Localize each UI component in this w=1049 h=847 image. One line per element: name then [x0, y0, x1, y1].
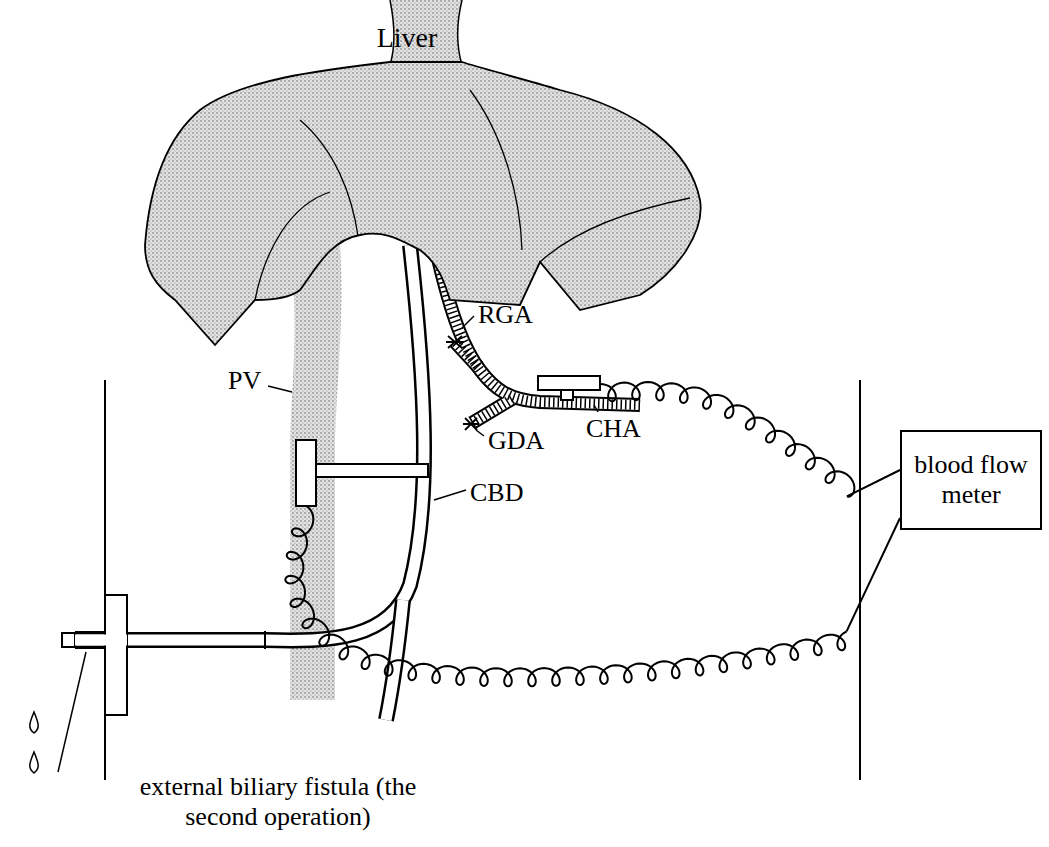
organ-name: Liver: [377, 22, 438, 54]
bile-duct: [75, 631, 105, 633]
tube-joint: [264, 631, 266, 649]
leader-line: [462, 316, 474, 328]
liver-organ: Liver: [130, 0, 720, 360]
leader-line: [434, 490, 466, 500]
tube-outlet: [62, 633, 75, 647]
drawing-stroke: [472, 399, 512, 423]
flow-probe: [296, 440, 316, 506]
vessel-label: RGA: [478, 300, 533, 330]
leader-line: [268, 386, 292, 392]
vessel-label: PV: [228, 366, 261, 396]
bile-duct: [75, 647, 105, 649]
drawing-stroke: [472, 399, 512, 423]
leader-line: [476, 430, 484, 436]
probe-wire: [847, 470, 900, 496]
liver-lobes: [145, 62, 701, 345]
bile-drop: [30, 752, 38, 773]
liver-outline: [130, 0, 720, 360]
body-wall: [859, 380, 861, 780]
ligature-mark: [463, 418, 479, 430]
box-label: blood flow meter: [910, 450, 1032, 510]
body-wall: [104, 380, 106, 780]
probe-wire: [847, 518, 900, 631]
drawing-stroke: [472, 399, 512, 423]
flow-probe: [316, 464, 428, 477]
flow-probe: [538, 376, 600, 390]
caption-note: external biliary fistula (the second ope…: [122, 772, 434, 832]
fistula-flange: [105, 595, 127, 715]
probe-wire: [285, 506, 846, 686]
bile-duct: [75, 635, 127, 646]
leader-line: [58, 652, 86, 772]
ligature-mark: [446, 336, 464, 348]
instrument-box: blood flow meter: [900, 430, 1042, 530]
flow-probe: [561, 390, 573, 400]
bile-drop: [30, 712, 38, 733]
vessel-label: CBD: [470, 478, 523, 508]
lobe-border: [255, 90, 690, 300]
leader-line: [594, 405, 598, 412]
probe-wires: [285, 382, 900, 686]
vessel-label: CHA: [586, 414, 641, 444]
vessel-label: GDA: [488, 426, 544, 456]
